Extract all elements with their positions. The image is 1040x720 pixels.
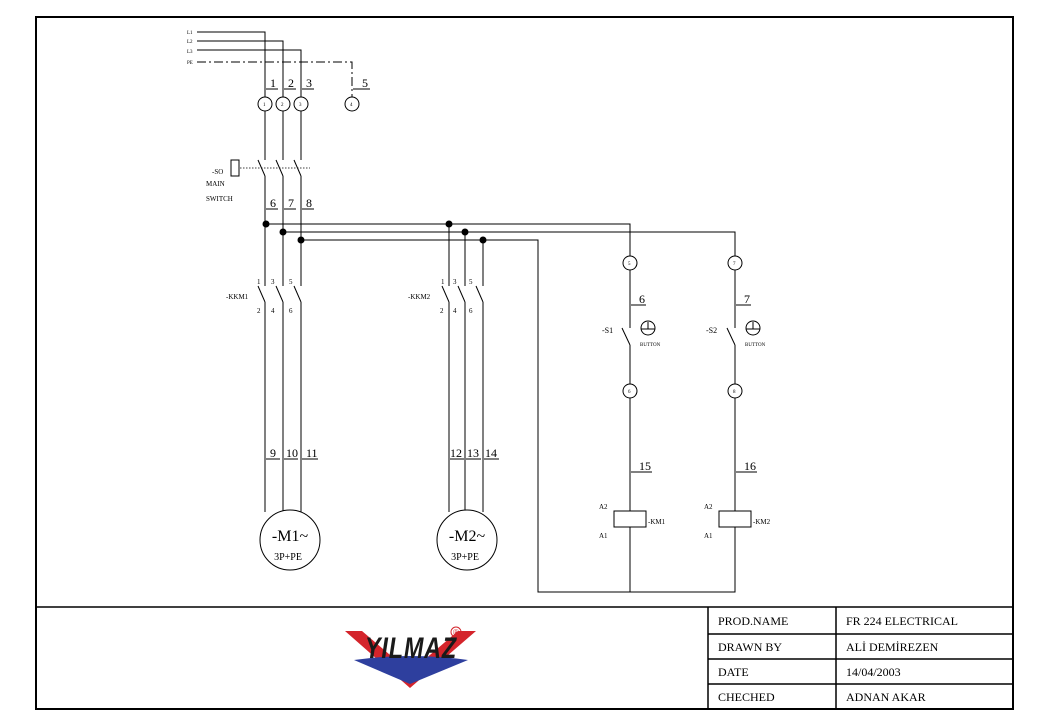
kkm2-pin-2: 2 xyxy=(440,307,444,315)
button-s1-contact xyxy=(621,327,631,346)
terminal-5: 5 xyxy=(628,262,631,267)
supply-wire-numbers: 1 2 3 5 xyxy=(266,76,370,90)
contactor-kkm2: -KKM2 1 3 5 2 4 6 xyxy=(408,224,484,512)
title-value-prod-name: FR 224 ELECTRICAL xyxy=(846,614,958,628)
wire-number-5: 5 xyxy=(362,76,368,90)
coil-km1 xyxy=(613,510,647,528)
logo-text: YILMAZ xyxy=(365,632,458,665)
wire-number-7: 7 xyxy=(288,196,294,210)
kkm1-pin-5: 5 xyxy=(289,278,293,286)
coil-km1-a2: A2 xyxy=(599,503,608,511)
switch-out-wire-numbers: 6 7 8 xyxy=(266,196,314,210)
kkm2-pin-4: 4 xyxy=(453,307,457,315)
phase-label-l1: L1 xyxy=(187,31,193,36)
motor-m1-symbol xyxy=(259,509,321,571)
kkm1-pin-6: 6 xyxy=(289,307,293,315)
button-s2-contact xyxy=(726,327,736,346)
title-block: PROD.NAME FR 224 ELECTRICAL DRAWN BY ALİ… xyxy=(718,614,958,704)
main-switch-actuator xyxy=(230,159,240,177)
button-s2-tag: -S2 xyxy=(706,326,717,335)
title-value-drawn-by: ALİ DEMİREZEN xyxy=(846,640,939,654)
coil-km1-a1: A1 xyxy=(599,532,608,540)
motor-m1-rating: 3P+PE xyxy=(274,552,302,563)
terminal-2: 2 xyxy=(281,103,284,108)
wire-number-8: 8 xyxy=(306,196,312,210)
terminal-6: 6 xyxy=(628,390,631,395)
wire-number-14: 14 xyxy=(485,446,497,460)
kkm2-pin-3: 3 xyxy=(453,278,457,286)
coil-km2-a2: A2 xyxy=(704,503,713,511)
kkm1-pin-3: 3 xyxy=(271,278,275,286)
wire-number-3: 3 xyxy=(306,76,312,90)
title-label-date: DATE xyxy=(718,665,749,679)
control-branch-s1: 5 6 -S1 BUTTON 6 15 -KM1 A2 A1 xyxy=(599,255,666,540)
phase-labels: L1 L2 L3 PE xyxy=(187,31,193,66)
phase-label-pe: PE xyxy=(187,61,193,66)
coil-km1-tag: -KM1 xyxy=(648,518,666,526)
wire-number-6: 6 xyxy=(270,196,276,210)
contactor-kkm2-tag: -KKM2 xyxy=(408,293,431,301)
coil-km2-a1: A1 xyxy=(704,532,713,540)
motor-m1: -M1~ 3P+PE xyxy=(259,509,321,571)
terminal-4: 4 xyxy=(350,103,353,108)
main-switch: -SO MAIN SWITCH xyxy=(206,159,310,240)
coil-km2-tag: -KM2 xyxy=(753,518,771,526)
wire-number-9: 9 xyxy=(270,446,276,460)
drawing-border xyxy=(35,16,1014,710)
terminal-7: 7 xyxy=(733,262,736,267)
control-wire-7: 7 xyxy=(744,292,750,306)
phase-label-l2: L2 xyxy=(187,40,193,45)
wire-number-2: 2 xyxy=(288,76,294,90)
title-label-prod-name: PROD.NAME xyxy=(718,614,788,628)
wire-number-11: 11 xyxy=(306,446,318,460)
supply-terminals: 1 2 3 4 xyxy=(257,96,360,112)
button-s2-label: BUTTON xyxy=(745,343,766,348)
kkm1-pin-1: 1 xyxy=(257,278,261,286)
logo-red-chevron xyxy=(345,631,476,688)
motor-m2-rating: 3P+PE xyxy=(451,552,479,563)
title-value-checked: ADNAN AKAR xyxy=(846,690,926,704)
title-label-checked: CHECHED xyxy=(718,690,775,704)
main-switch-tag: -SO xyxy=(212,168,223,176)
title-value-date: 14/04/2003 xyxy=(846,665,901,679)
wire-number-1: 1 xyxy=(270,76,276,90)
button-s1-tag: -S1 xyxy=(602,326,613,335)
button-s1-label: BUTTON xyxy=(640,343,661,348)
wire-number-10: 10 xyxy=(286,446,298,460)
bus-bars xyxy=(265,223,736,593)
control-wire-16: 16 xyxy=(744,459,756,473)
wire-number-12: 12 xyxy=(450,446,462,460)
wire-number-13: 13 xyxy=(467,446,479,460)
main-switch-label-switch: SWITCH xyxy=(206,195,233,203)
yilmaz-logo: YILMAZ ® xyxy=(345,626,476,688)
kkm2-pin-1: 1 xyxy=(441,278,445,286)
terminal-1: 1 xyxy=(263,103,266,108)
main-switch-label-main: MAIN xyxy=(206,180,225,188)
motor-m2: -M2~ 3P+PE xyxy=(436,509,498,571)
title-label-drawn-by: DRAWN BY xyxy=(718,640,782,654)
contactor-kkm1-tag: -KKM1 xyxy=(226,293,249,301)
kkm2-pin-6: 6 xyxy=(469,307,473,315)
control-wire-15: 15 xyxy=(639,459,651,473)
control-branch-s2: 7 7 -S2 BUTTON 8 16 -KM2 A2 A1 xyxy=(704,255,771,540)
kkm2-pin-5: 5 xyxy=(469,278,473,286)
control-wire-6: 6 xyxy=(639,292,645,306)
terminal-3: 3 xyxy=(299,103,302,108)
logo-registered-mark: ® xyxy=(453,628,459,637)
kkm1-pin-4: 4 xyxy=(271,307,275,315)
motor-wire-numbers: 9 10 11 12 13 14 xyxy=(266,446,499,460)
motor-m1-name: -M1~ xyxy=(272,528,309,545)
kkm1-pin-2: 2 xyxy=(257,307,261,315)
supply-lines xyxy=(197,31,353,97)
phase-label-l3: L3 xyxy=(187,50,193,55)
contactor-kkm1: -KKM1 1 3 5 2 4 6 xyxy=(226,224,302,512)
motor-m2-name: -M2~ xyxy=(449,528,486,545)
terminal-8: 8 xyxy=(733,390,736,395)
logo-blue-swoosh xyxy=(354,656,468,684)
coil-km2 xyxy=(718,510,752,528)
motor-m2-symbol xyxy=(436,509,498,571)
